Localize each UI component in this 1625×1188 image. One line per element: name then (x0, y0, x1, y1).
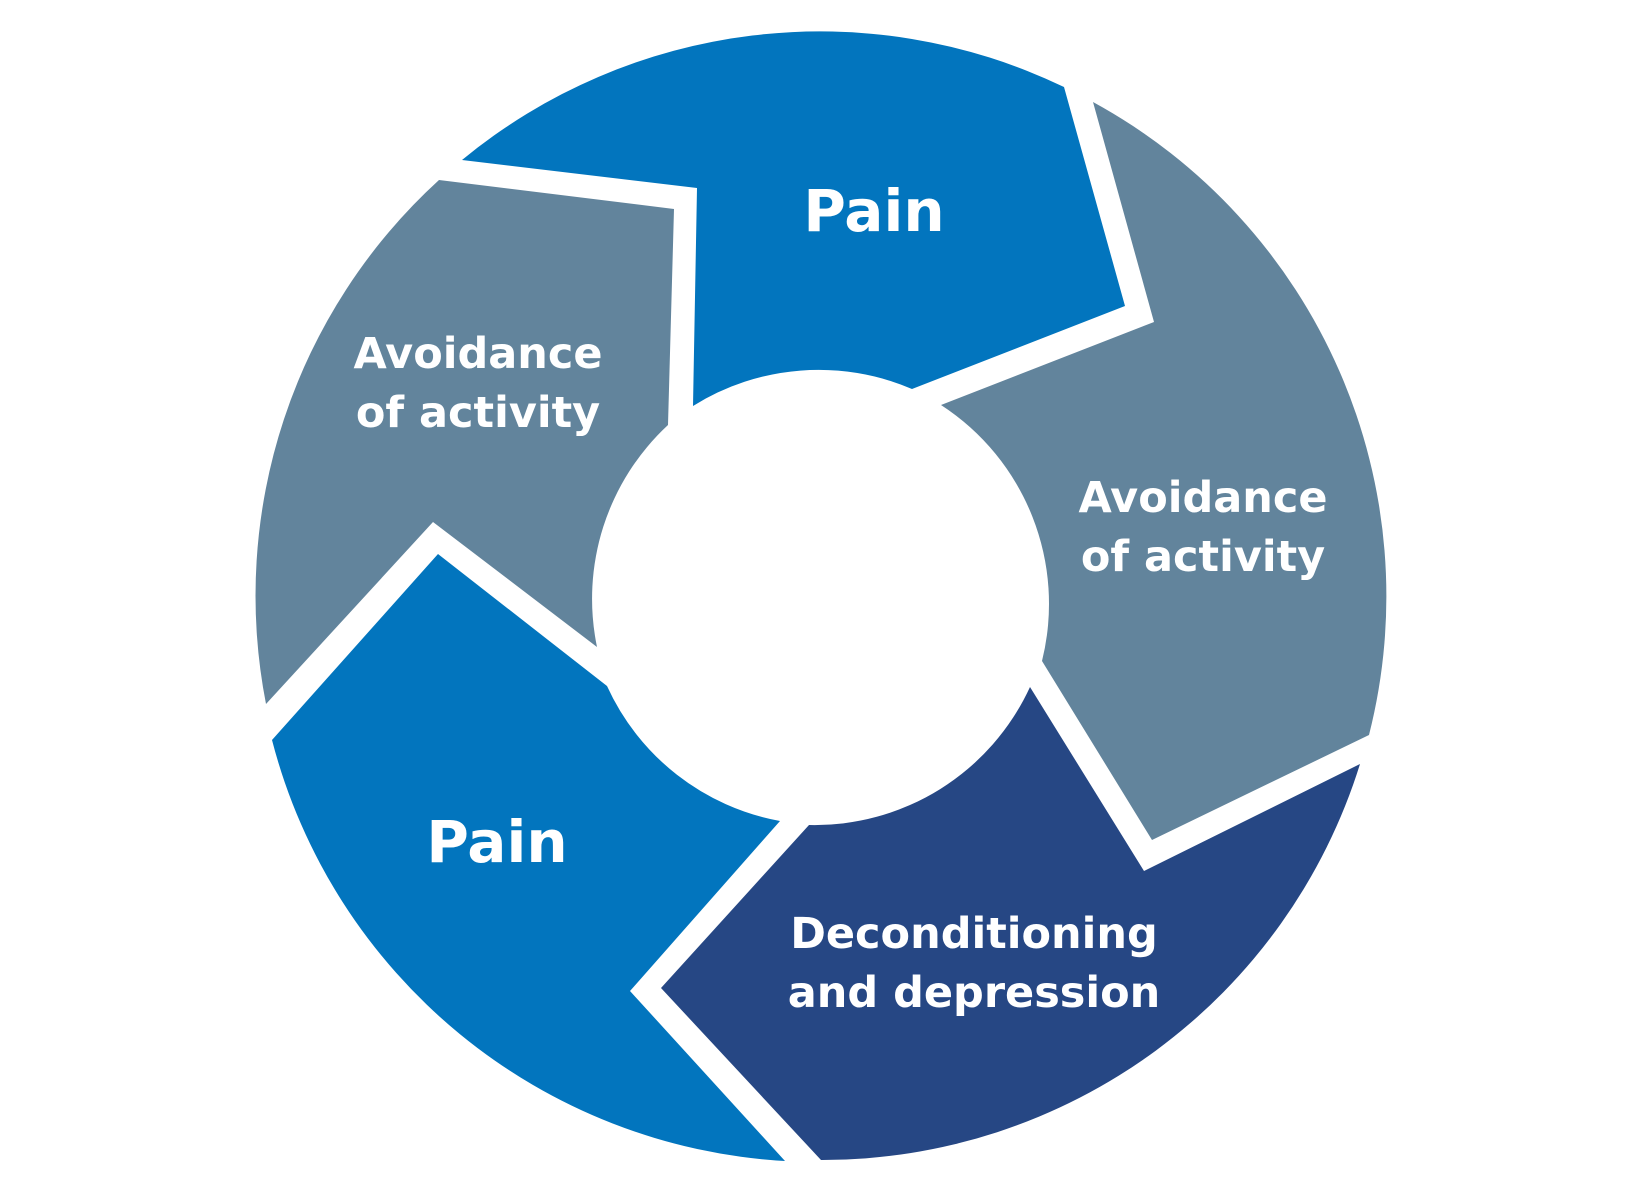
segment-avoidance-right-label-line1: Avoidance (1078, 473, 1327, 523)
segment-deconditioning-shape (661, 687, 1360, 1161)
segment-pain-top-shape (462, 31, 1125, 407)
segment-deconditioning-label-line2: and depression (788, 968, 1161, 1018)
segment-avoidance-left-label-line1: Avoidance (353, 329, 602, 379)
segment-pain-bottom-shape (272, 554, 785, 1161)
segment-pain-bottom-label: Pain (426, 808, 567, 876)
segment-avoidance-right-shape (941, 102, 1387, 840)
segment-deconditioning-label-line1: Deconditioning (790, 909, 1158, 959)
segment-avoidance-left: Avoidance of activity (255, 180, 675, 704)
segment-pain-bottom: Pain (272, 554, 785, 1161)
segment-avoidance-right: Avoidance of activity (941, 102, 1387, 840)
segment-avoidance-right-label-line2: of activity (1081, 532, 1325, 582)
segment-avoidance-left-label-line2: of activity (356, 388, 600, 438)
segment-pain-top: Pain (462, 31, 1125, 407)
segment-avoidance-left-shape (255, 180, 675, 704)
segment-deconditioning: Deconditioning and depression (661, 687, 1360, 1161)
segment-pain-top-label: Pain (803, 177, 944, 245)
